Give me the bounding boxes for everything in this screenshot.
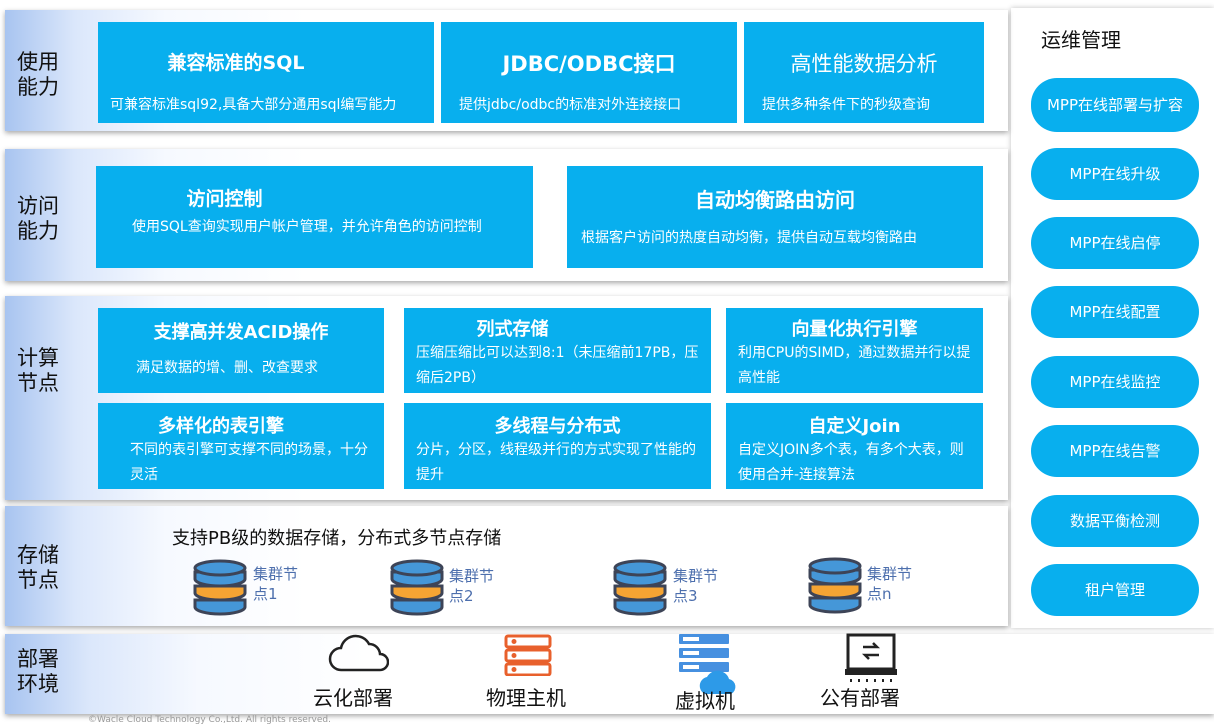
- cloud-icon: [328, 634, 389, 672]
- compute-layer: 计算节点 支撑高并发ACID操作 满足数据的增、删、改查要求 列式存储 压缩压缩…: [5, 296, 1008, 500]
- card-desc: 提供jdbc/odbc的标准对外连接接口: [459, 97, 682, 113]
- card-high-perf-analysis: 高性能数据分析 提供多种条件下的秒级查询: [744, 22, 984, 123]
- cluster-node-label: 集群节点3: [673, 567, 719, 605]
- card-title: 自动均衡路由访问: [695, 188, 855, 212]
- ops-item-alert[interactable]: MPP在线告警: [1031, 425, 1199, 477]
- server-icon: [504, 634, 552, 676]
- deploy-layer-label: 部署环境: [17, 647, 59, 696]
- card-desc: 满足数据的增、删、改查要求: [136, 360, 318, 376]
- card-desc: 使用SQL查询实现用户帐户管理，并允许角色的访问控制: [132, 219, 482, 235]
- deploy-layer: 部署环境 云化部署 物理主机 虚拟机 公有部署: [5, 633, 1214, 714]
- access-layer-label: 访问能力: [17, 194, 59, 243]
- database-icon: [808, 557, 862, 614]
- access-layer: 访问能力 访问控制 使用SQL查询实现用户帐户管理，并允许角色的访问控制 自动均…: [5, 149, 1008, 281]
- card-desc: 利用CPU的SIMD，通过数据并行以提高性能: [738, 345, 971, 386]
- ops-item-config[interactable]: MPP在线配置: [1031, 286, 1199, 338]
- card-title: 支撑高并发ACID操作: [153, 322, 329, 343]
- card-acid: 支撑高并发ACID操作 满足数据的增、删、改查要求: [98, 308, 384, 393]
- database-icon: [193, 559, 247, 616]
- card-title: 向量化执行引擎: [791, 319, 918, 340]
- deploy-label: 物理主机: [486, 686, 566, 710]
- card-columnar-storage: 列式存储 压缩压缩比可以达到8:1（未压缩前17PB，压缩后2PB）: [404, 308, 711, 393]
- deploy-label: 公有部署: [820, 686, 900, 710]
- ops-item-monitor[interactable]: MPP在线监控: [1031, 356, 1199, 408]
- card-title: 访问控制: [186, 188, 263, 210]
- public-deploy-icon: [845, 633, 897, 682]
- ops-title: 运维管理: [1041, 28, 1121, 52]
- card-title: 兼容标准的SQL: [167, 52, 305, 74]
- card-title: 多线程与分布式: [494, 416, 621, 437]
- card-title: 列式存储: [476, 319, 549, 340]
- card-title: JDBC/ODBC接口: [502, 52, 676, 76]
- ops-item-upgrade[interactable]: MPP在线升级: [1031, 148, 1199, 200]
- deploy-label: 云化部署: [313, 686, 393, 710]
- card-jdbc-odbc: JDBC/ODBC接口 提供jdbc/odbc的标准对外连接接口: [441, 22, 737, 123]
- card-desc: 不同的表引擎可支撑不同的场景，十分灵活: [130, 442, 368, 483]
- card-desc: 提供多种条件下的秒级查询: [762, 97, 930, 113]
- cluster-node-label: 集群节点1: [253, 565, 299, 603]
- card-access-control: 访问控制 使用SQL查询实现用户帐户管理，并允许角色的访问控制: [96, 166, 533, 268]
- card-title: 多样化的表引擎: [158, 416, 284, 437]
- usage-layer-label: 使用能力: [17, 50, 59, 99]
- card-multithread-distributed: 多线程与分布式 分片，分区，线程级并行的方式实现了性能的提升: [404, 403, 711, 489]
- card-auto-balance-routing: 自动均衡路由访问 根据客户访问的热度自动均衡，提供自动互载均衡路由: [567, 166, 983, 268]
- database-icon: [613, 559, 667, 616]
- card-desc: 根据客户访问的热度自动均衡，提供自动互载均衡路由: [581, 230, 917, 246]
- database-icon: [390, 559, 444, 616]
- card-desc: 分片，分区，线程级并行的方式实现了性能的提升: [416, 442, 696, 483]
- card-desc: 压缩压缩比可以达到8:1（未压缩前17PB，压缩后2PB）: [416, 345, 699, 386]
- ops-item-tenant[interactable]: 租户管理: [1031, 564, 1199, 616]
- compute-layer-label: 计算节点: [17, 346, 59, 395]
- cluster-node-label: 集群节点n: [867, 565, 913, 603]
- ops-item-start-stop[interactable]: MPP在线启停: [1031, 217, 1199, 269]
- deploy-label: 虚拟机: [675, 689, 735, 713]
- storage-layer-label: 存储节点: [17, 543, 59, 592]
- card-standard-sql: 兼容标准的SQL 可兼容标准sql92,具备大部分通用sql编写能力: [98, 22, 434, 123]
- card-custom-join: 自定义Join 自定义JOIN多个表，有多个大表，则使用合并-连接算法: [726, 403, 983, 489]
- cluster-node-label: 集群节点2: [449, 567, 495, 605]
- storage-headline: 支持PB级的数据存储，分布式多节点存储: [172, 528, 502, 549]
- ops-panel: 运维管理 MPP在线部署与扩容 MPP在线升级 MPP在线启停 MPP在线配置 …: [1011, 8, 1214, 628]
- virtual-machine-icon: [679, 634, 736, 694]
- card-vectorized-engine: 向量化执行引擎 利用CPU的SIMD，通过数据并行以提高性能: [726, 308, 983, 393]
- storage-layer: 存储节点 支持PB级的数据存储，分布式多节点存储 集群节点1 集群节点2 集群节…: [5, 506, 1008, 626]
- ops-item-balance-check[interactable]: 数据平衡检测: [1031, 495, 1199, 547]
- card-title: 自定义Join: [808, 416, 901, 437]
- ops-item-deploy-scale[interactable]: MPP在线部署与扩容: [1031, 78, 1199, 132]
- card-desc: 可兼容标准sql92,具备大部分通用sql编写能力: [110, 97, 397, 113]
- card-table-engines: 多样化的表引擎 不同的表引擎可支撑不同的场景，十分灵活: [98, 403, 384, 489]
- usage-layer: 使用能力 兼容标准的SQL 可兼容标准sql92,具备大部分通用sql编写能力 …: [5, 10, 1008, 131]
- footer-copyright: ©Wacle Cloud Technology Co.,Ltd. All rig…: [88, 715, 331, 725]
- card-desc: 自定义JOIN多个表，有多个大表，则使用合并-连接算法: [738, 442, 964, 483]
- card-title: 高性能数据分析: [790, 52, 938, 76]
